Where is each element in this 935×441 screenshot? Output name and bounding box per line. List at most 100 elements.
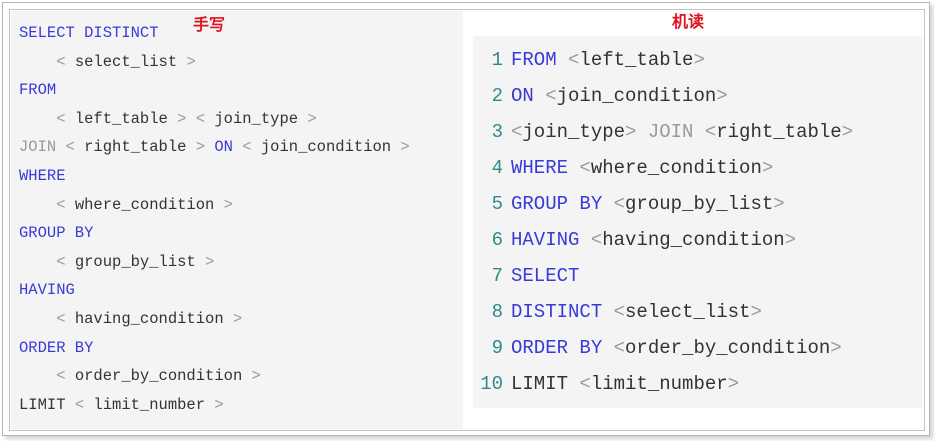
sql-keyword: HAVING [511, 229, 580, 251]
code-line: < select_list > [19, 48, 410, 77]
sql-punctuation: > [727, 373, 740, 395]
sql-identifier: join_condition [556, 85, 717, 107]
sql-punctuation: < [232, 138, 261, 157]
sql-punctuation: < [19, 252, 75, 271]
sql-punctuation: < [602, 301, 626, 323]
sql-punctuation: > [223, 309, 243, 328]
sql-punctuation: < [19, 109, 75, 128]
sql-punctuation: > [693, 49, 705, 71]
sql-punctuation: > [205, 395, 224, 414]
sql-punctuation: > < [167, 109, 215, 128]
sql-punctuation: > [177, 52, 196, 71]
sql-punctuation: > [716, 85, 728, 107]
sql-identifier: order_by_condition [625, 337, 831, 359]
sql-keyword: FROM [511, 49, 557, 71]
sql-keyword: GROUP BY [511, 193, 603, 215]
sql-identifier: limit_number [590, 373, 728, 395]
handwritten-sql-code: SELECT DISTINCT < select_list > FROM < le… [19, 19, 410, 419]
line-number: 4 [491, 157, 503, 179]
sql-punctuation: < [556, 49, 580, 71]
sql-identifier: having_condition [602, 229, 785, 251]
sql-identifier: right_table [716, 121, 842, 143]
sql-punctuation: > [761, 157, 774, 179]
code-line: 3 <join_type> JOIN <right_table> [473, 114, 853, 150]
sql-punctuation: < [568, 373, 591, 395]
sql-punctuation: < [19, 52, 75, 71]
sql-punctuation: < [579, 229, 603, 251]
code-line: GROUP BY [19, 219, 410, 248]
line-number: 9 [491, 337, 503, 359]
sql-punctuation: > [186, 138, 215, 157]
sql-identifier: join_type [522, 121, 626, 143]
sql-punctuation: < [602, 193, 626, 215]
code-line: SELECT DISTINCT [19, 19, 410, 48]
sql-punctuation: JOIN < [19, 138, 85, 157]
sql-punctuation: < [19, 367, 75, 386]
sql-keyword: SELECT DISTINCT [19, 24, 159, 42]
sql-identifier: limit_number [93, 395, 206, 414]
line-number: 10 [480, 373, 503, 395]
code-line: HAVING [19, 276, 410, 305]
line-number: 7 [491, 265, 503, 287]
sql-punctuation: < [568, 157, 591, 179]
machine-read-label: 机读 [672, 12, 705, 31]
sql-keyword: GROUP BY [19, 224, 94, 243]
sql-keyword: ON [214, 138, 233, 157]
code-line: FROM [19, 76, 410, 105]
sql-punctuation: > [391, 138, 410, 157]
sql-punctuation: > [214, 195, 233, 214]
line-number: 8 [491, 301, 503, 323]
sql-identifier: LIMIT [19, 395, 66, 414]
sql-identifier: right_table [84, 138, 187, 157]
handwritten-label: 手写 [193, 15, 226, 34]
line-number: 6 [491, 229, 503, 251]
sql-keyword: ORDER BY [19, 338, 94, 357]
code-line: ORDER BY [19, 334, 410, 363]
code-line: < group_by_list > [19, 248, 410, 277]
code-line: 6 HAVING <having_condition> [473, 222, 853, 258]
sql-punctuation: < [65, 395, 94, 414]
code-line: < left_table > < join_type > [19, 105, 410, 134]
code-line: < where_condition > [19, 191, 410, 220]
figure-inner: SELECT DISTINCT < select_list > FROM < le… [9, 9, 925, 431]
sql-punctuation: > [841, 121, 854, 143]
sql-keyword: FROM [19, 81, 57, 100]
sql-keyword: ON [511, 85, 534, 107]
handwritten-sql-panel: SELECT DISTINCT < select_list > FROM < le… [11, 11, 463, 429]
line-number: 1 [491, 49, 503, 71]
sql-identifier: having_condition [74, 309, 224, 328]
line-number: 2 [491, 85, 503, 107]
code-line: < having_condition > [19, 305, 410, 334]
sql-identifier: select_list [74, 52, 178, 71]
sql-punctuation: < [511, 121, 523, 143]
sql-identifier: group_by_list [74, 252, 196, 271]
sql-identifier: order_by_condition [74, 367, 243, 386]
code-line: 7 SELECT [473, 258, 853, 294]
line-number: 3 [491, 121, 503, 143]
sql-punctuation: < [19, 309, 75, 328]
sql-keyword: DISTINCT [511, 301, 603, 323]
figure-frame: SELECT DISTINCT < select_list > FROM < le… [2, 2, 930, 436]
code-line: JOIN < right_table > ON < join_condition… [19, 133, 410, 162]
sql-punctuation: > JOIN < [625, 121, 717, 143]
code-line: 1 FROM <left_table> [473, 42, 853, 78]
sql-keyword: ORDER BY [511, 337, 603, 359]
sql-identifier: left_table [579, 49, 694, 71]
sql-keyword: HAVING [19, 281, 75, 300]
sql-punctuation: > [784, 229, 797, 251]
sql-keyword: WHERE [511, 157, 569, 179]
sql-keyword: WHERE [19, 166, 66, 185]
code-line: < order_by_condition > [19, 362, 410, 391]
sql-identifier: where_condition [74, 195, 215, 214]
sql-identifier: LIMIT [511, 373, 569, 395]
sql-punctuation: > [195, 252, 215, 271]
sql-keyword: SELECT [511, 265, 580, 287]
sql-identifier: join_type [214, 109, 299, 128]
sql-punctuation: < [602, 337, 626, 359]
code-line: LIMIT < limit_number > [19, 391, 410, 420]
